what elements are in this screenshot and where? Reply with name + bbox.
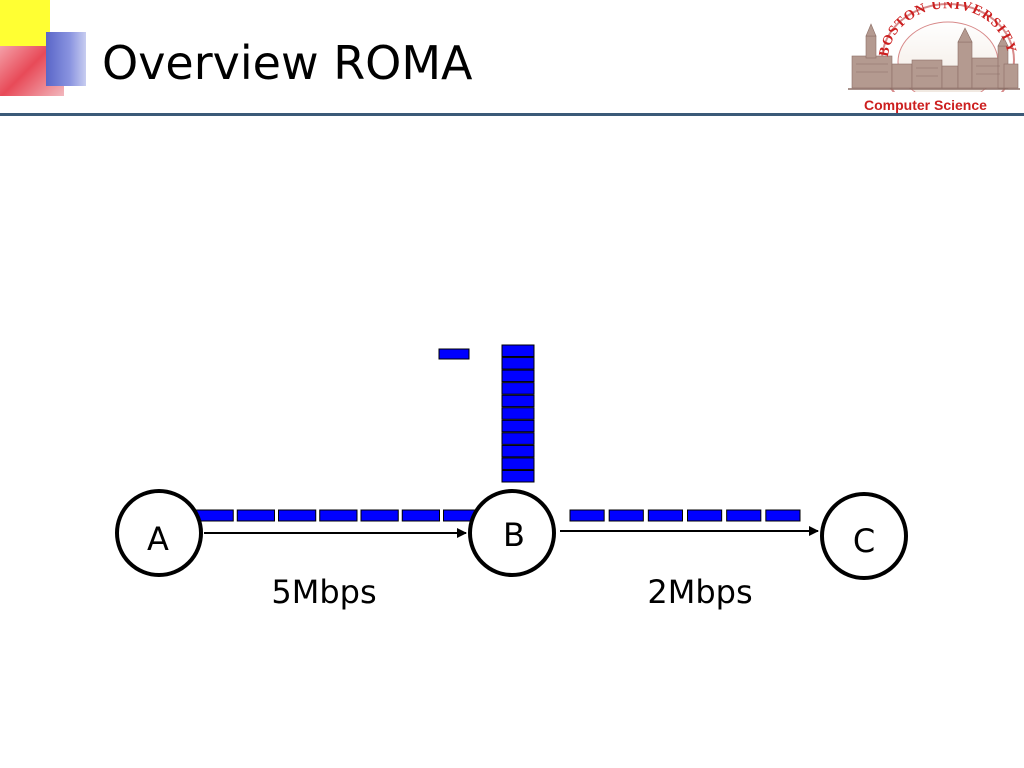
title-divider [0,113,1024,116]
node-b-circle [468,489,556,577]
node-a: A [115,489,203,577]
decor-square-blue [46,32,86,86]
queued-packet [501,407,535,420]
queued-packet [501,469,535,483]
packet [195,509,234,522]
queue-at-b [501,344,535,483]
slide-title: Overview ROMA [102,36,473,90]
packet [236,509,275,522]
queued-packet [501,344,535,358]
link-b-c-label: 2Mbps [647,573,752,611]
node-c: C [820,492,908,580]
packet [765,509,801,522]
logo-caption: Computer Science [864,97,987,113]
queued-packet [501,369,535,383]
packet [278,509,317,522]
node-b-label: B [503,516,525,554]
packet [647,509,683,522]
node-c-circle [820,492,908,580]
corner-decoration [0,0,100,100]
packet [360,509,399,522]
dropped-packets [438,348,470,360]
packet [569,509,605,522]
link-a-b-label: 5Mbps [271,573,376,611]
boston-university-logo: BOSTON UNIVERSITY [848,2,1020,92]
queued-packet [501,457,535,470]
packet [401,509,440,522]
node-a-label: A [147,520,169,558]
node-a-circle [115,489,203,577]
node-b: B [468,489,556,577]
dropped-packet [438,348,470,360]
queued-packet [501,394,535,408]
queued-packet [501,357,535,370]
packets-link-b-c [569,509,801,522]
queued-packet [501,444,535,458]
decor-square-yellow [0,0,50,46]
packet [687,509,723,522]
packet [608,509,644,522]
queued-packet [501,432,535,445]
queued-packet [501,419,535,433]
node-c-label: C [853,522,875,560]
packet [726,509,762,522]
logo-windows [856,63,1000,77]
queued-packet [501,382,535,395]
packet [319,509,358,522]
